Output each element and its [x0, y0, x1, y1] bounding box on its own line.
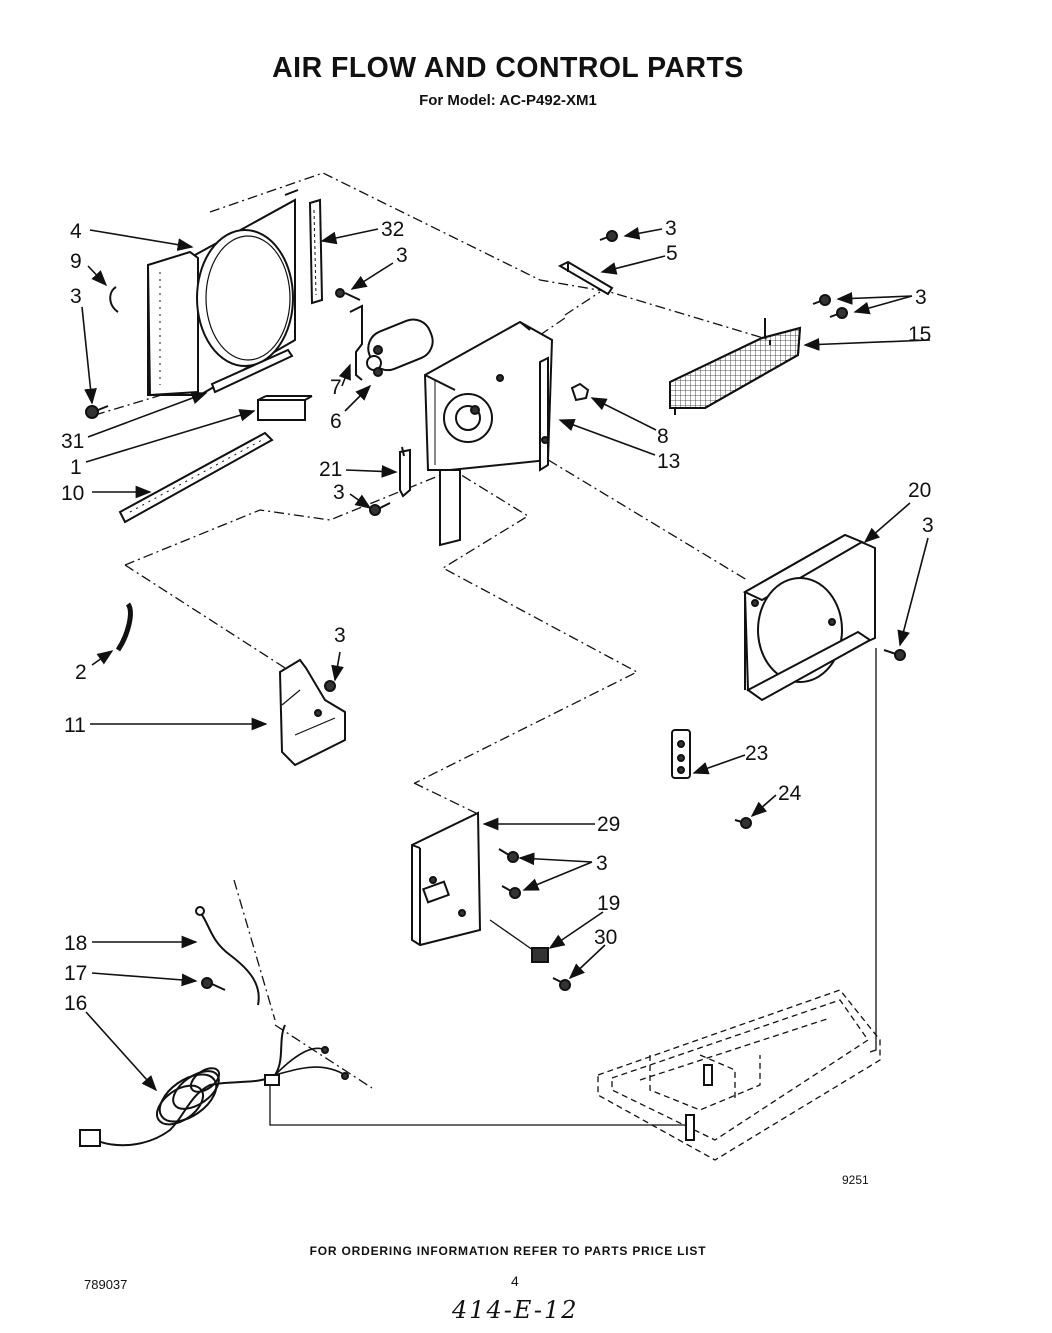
nut-part-8 — [570, 382, 590, 402]
control-panel-part-29 — [411, 811, 482, 947]
callout-3: 3 — [396, 244, 408, 267]
callout-6: 6 — [330, 410, 342, 433]
strip-part-10 — [118, 431, 274, 524]
callout-4: 4 — [70, 220, 82, 243]
callout-3: 3 — [922, 514, 934, 537]
callout-30: 30 — [594, 926, 617, 949]
callout-32: 32 — [381, 218, 404, 241]
callout-17: 17 — [64, 962, 87, 985]
callout-3: 3 — [665, 217, 677, 240]
screw-part-30 — [552, 977, 571, 991]
callout-23: 23 — [745, 742, 768, 765]
grille-part-15 — [669, 318, 802, 415]
fan-orifice-part-20 — [742, 533, 876, 702]
callout-11: 11 — [64, 714, 86, 737]
callout-18: 18 — [64, 932, 87, 955]
power-cord-part-16 — [79, 1024, 349, 1147]
bracket-part-21 — [399, 446, 411, 498]
screw-left-3 — [85, 405, 109, 419]
screw-20-3 — [883, 649, 906, 661]
screws-panel-3 — [498, 848, 521, 899]
callout-19: 19 — [597, 892, 620, 915]
strip-part-31 — [210, 348, 294, 394]
switch-part-19 — [531, 947, 549, 963]
motor-mount-part-13 — [423, 320, 554, 547]
terminal-block-part-23 — [671, 729, 691, 779]
callout-5: 5 — [666, 242, 678, 265]
callout-3: 3 — [596, 852, 608, 875]
model-subtitle: For Model: AC-P492-XM1 — [419, 92, 597, 109]
document-number: 789037 — [84, 1277, 128, 1292]
callout-8: 8 — [657, 425, 669, 448]
ground-wire-part-18 — [199, 911, 260, 1006]
callout-3: 3 — [70, 285, 82, 308]
callout-31: 31 — [61, 430, 84, 453]
screw-part-24 — [734, 817, 752, 829]
shroud-part-4 — [146, 189, 299, 397]
callout-3: 3 — [334, 624, 346, 647]
handwritten-note: 414-E-12 — [452, 1296, 579, 1324]
page-number: 4 — [511, 1273, 519, 1289]
screw-top-3 — [599, 230, 618, 242]
block-part-1 — [257, 395, 313, 421]
base-pan-post — [685, 1064, 713, 1141]
callout-9: 9 — [70, 250, 82, 273]
callout-leaders — [81, 227, 931, 1092]
screw-mid-3 — [369, 502, 391, 516]
callout-20: 20 — [908, 479, 931, 502]
seal-strip-part-32 — [308, 198, 324, 305]
bracket-part-11 — [278, 658, 346, 767]
callout-29: 29 — [597, 813, 620, 836]
callout-21: 21 — [319, 458, 342, 481]
callout-1: 1 — [70, 456, 82, 479]
callout-24: 24 — [778, 782, 802, 805]
screws-right-3 — [812, 294, 848, 319]
callout-10: 10 — [61, 482, 84, 505]
bracket-part-5 — [557, 260, 614, 296]
callout-13: 13 — [657, 450, 680, 473]
assembly-lines — [269, 648, 877, 1126]
figure-number: 9251 — [842, 1173, 869, 1187]
callout-16: 16 — [64, 992, 87, 1015]
callout-3: 3 — [333, 481, 345, 504]
capacitor-part-6 — [366, 318, 434, 377]
page-title: AIR FLOW AND CONTROL PARTS — [272, 52, 744, 84]
capacitor-bracket-part-7 — [335, 288, 363, 381]
callout-15: 15 — [908, 323, 931, 346]
callout-7: 7 — [330, 376, 342, 399]
base-pan-reference — [597, 989, 881, 1161]
clip-part-9 — [109, 286, 119, 313]
ordering-footer: FOR ORDERING INFORMATION REFER TO PARTS … — [309, 1244, 707, 1258]
tube-part-2 — [115, 602, 133, 652]
callout-labels: 4 9 3 32 3 3 5 3 15 7 6 8 13 31 1 10 21 … — [61, 217, 934, 1015]
screw-part-17 — [201, 977, 226, 991]
callout-3: 3 — [915, 286, 927, 309]
callout-2: 2 — [75, 661, 87, 684]
